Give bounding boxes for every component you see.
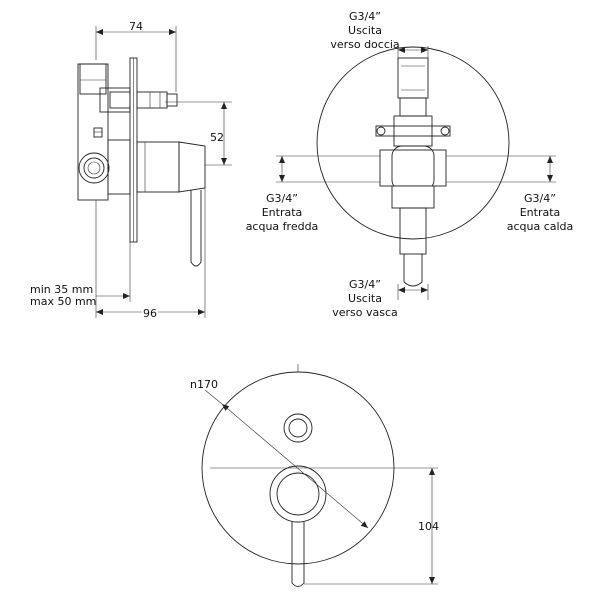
front-view-ports: G3/4” Uscita verso doccia G3/4” Entrata … (246, 10, 574, 319)
dim-max-label: max 50 mm (30, 295, 96, 308)
dim-diameter-label: n170 (190, 378, 218, 391)
port-label-left: G3/4” Entrata acqua fredda (246, 192, 319, 233)
port-label-top: G3/4” Uscita verso doccia (330, 10, 399, 51)
svg-text:Uscita: Uscita (348, 24, 382, 37)
dim-min-label: min 35 mm (30, 283, 93, 296)
dim-74-label: 74 (129, 20, 143, 33)
svg-text:acqua fredda: acqua fredda (246, 220, 319, 233)
svg-text:Entrata: Entrata (520, 206, 561, 219)
svg-text:Uscita: Uscita (348, 292, 382, 305)
front-plate-view: n170 104 (190, 364, 439, 587)
port-label-bottom: G3/4” Uscita verso vasca (332, 278, 398, 319)
svg-text:verso doccia: verso doccia (330, 38, 399, 51)
svg-text:G3/4”: G3/4” (524, 192, 556, 205)
svg-text:G3/4”: G3/4” (266, 192, 298, 205)
side-view: 74 52 (30, 20, 232, 322)
svg-text:verso vasca: verso vasca (332, 306, 398, 319)
dim-96-label: 96 (143, 307, 157, 320)
dim-104-label: 104 (418, 520, 439, 533)
svg-text:acqua calda: acqua calda (507, 220, 574, 233)
svg-text:Entrata: Entrata (262, 206, 303, 219)
svg-text:G3/4”: G3/4” (349, 10, 381, 23)
dim-52-label: 52 (210, 131, 224, 144)
svg-text:G3/4”: G3/4” (349, 278, 381, 291)
port-label-right: G3/4” Entrata acqua calda (507, 192, 574, 233)
